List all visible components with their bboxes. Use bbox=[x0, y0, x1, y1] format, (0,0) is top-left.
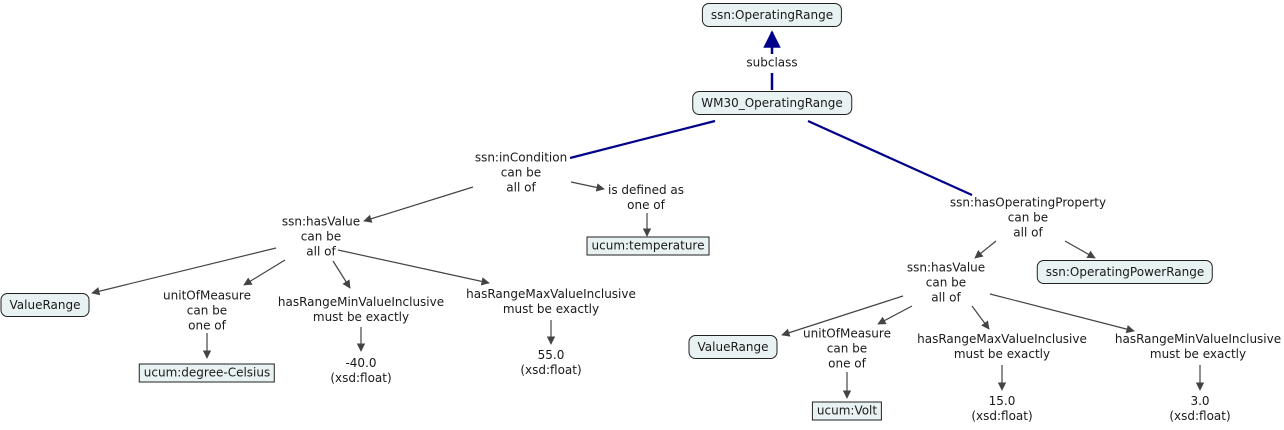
label-line: can be bbox=[186, 303, 228, 318]
edge-hasvalue-to-valuerange-r bbox=[781, 295, 904, 337]
node-ucum-volt[interactable]: ucum:Volt bbox=[811, 401, 883, 421]
label-has-value-right: ssn:hasValue can be all of bbox=[907, 261, 985, 306]
edge-hasvalue-to-max-r bbox=[971, 305, 990, 330]
edge-hasvalue-to-valuerange bbox=[91, 247, 277, 296]
label-line: ssn:inCondition bbox=[474, 150, 568, 165]
label-line: one of bbox=[627, 198, 665, 212]
value-line: -40.0 bbox=[345, 356, 377, 370]
label-line: hasRangeMaxValueInclusive bbox=[917, 332, 1087, 346]
label-line: can be bbox=[500, 165, 542, 180]
label-max-right: hasRangeMaxValueInclusive must be exactl… bbox=[917, 332, 1087, 362]
label-subclass: subclass bbox=[746, 56, 797, 71]
label-defined-as: is defined as one of bbox=[608, 183, 684, 213]
value-line: (xsd:float) bbox=[520, 363, 582, 377]
label-line: hasRangeMinValueInclusive bbox=[1114, 332, 1282, 346]
label-line: one of bbox=[828, 356, 866, 371]
label-line: hasRangeMinValueInclusive bbox=[277, 295, 445, 309]
label-max-left: hasRangeMaxValueInclusive must be exactl… bbox=[466, 287, 636, 317]
value-line: 3.0 bbox=[1190, 394, 1210, 408]
label-text: subclass bbox=[746, 55, 798, 70]
edge-wm30-to-hasoperatingproperty bbox=[807, 119, 973, 197]
label-line: can be bbox=[300, 229, 342, 244]
label-line: all of bbox=[306, 244, 336, 259]
edge-incondition-to-definedas bbox=[570, 181, 605, 192]
node-ssn-operating-power-range[interactable]: ssn:OperatingPowerRange bbox=[1036, 260, 1214, 284]
edge-hasopprop-to-hasvalue bbox=[974, 240, 997, 259]
label-line: must be exactly bbox=[953, 347, 1051, 361]
value-min-left: -40.0 (xsd:float) bbox=[330, 356, 391, 386]
label-line: can be bbox=[1007, 210, 1049, 225]
label-unit-right: unitOfMeasure can be one of bbox=[803, 327, 891, 372]
label-min-left: hasRangeMinValueInclusive must be exactl… bbox=[278, 295, 444, 325]
label-has-operating-property: ssn:hasOperatingProperty can be all of bbox=[950, 196, 1106, 241]
label-min-right: hasRangeMinValueInclusive must be exactl… bbox=[1115, 332, 1281, 362]
label-line: one of bbox=[188, 318, 226, 333]
label-line: is defined as bbox=[608, 183, 684, 197]
value-max-left: 55.0 (xsd:float) bbox=[520, 348, 581, 378]
node-ucum-degree-celsius[interactable]: ucum:degree-Celsius bbox=[138, 363, 276, 383]
value-max-right: 15.0 (xsd:float) bbox=[971, 394, 1032, 424]
node-ucum-temperature[interactable]: ucum:temperature bbox=[586, 236, 710, 256]
value-line: (xsd:float) bbox=[971, 409, 1033, 423]
label-line: unitOfMeasure bbox=[803, 326, 891, 341]
label-line: ssn:hasValue bbox=[906, 260, 986, 275]
edge-hasopprop-to-powerrange bbox=[1064, 240, 1096, 259]
label-line: can be bbox=[925, 275, 967, 290]
node-wm30-operating-range[interactable]: WM30_OperatingRange bbox=[692, 91, 852, 115]
value-line: (xsd:float) bbox=[1169, 409, 1231, 423]
edge-hasvalue-to-unit-r bbox=[877, 305, 913, 325]
edge-hasvalue-to-max bbox=[337, 249, 490, 286]
value-min-right: 3.0 (xsd:float) bbox=[1169, 394, 1230, 424]
label-line: ssn:hasValue bbox=[281, 214, 361, 229]
label-unit-left: unitOfMeasure can be one of bbox=[163, 289, 251, 334]
node-value-range-left[interactable]: ValueRange bbox=[0, 293, 90, 317]
edge-hasvalue-to-min-r bbox=[989, 293, 1135, 334]
edge-hasvalue-to-min bbox=[332, 260, 351, 289]
node-value-range-right[interactable]: ValueRange bbox=[688, 335, 778, 359]
label-line: must be exactly bbox=[1149, 347, 1247, 361]
label-line: must be exactly bbox=[502, 302, 600, 316]
label-line: hasRangeMaxValueInclusive bbox=[466, 287, 636, 301]
label-line: all of bbox=[506, 180, 536, 195]
label-has-value-left: ssn:hasValue can be all of bbox=[282, 215, 360, 260]
label-line: unitOfMeasure bbox=[163, 288, 251, 303]
label-line: can be bbox=[826, 341, 868, 356]
value-line: 15.0 bbox=[988, 394, 1016, 408]
value-line: 55.0 bbox=[537, 348, 565, 362]
label-line: must be exactly bbox=[312, 310, 410, 324]
edge-hasvalue-to-unit bbox=[243, 259, 286, 286]
edge-incondition-to-hasvalue bbox=[363, 186, 474, 223]
label-in-condition: ssn:inCondition can be all of bbox=[475, 151, 567, 196]
edge-wm30-to-incondition bbox=[569, 119, 716, 160]
value-line: (xsd:float) bbox=[330, 371, 392, 385]
label-line: all of bbox=[931, 290, 961, 305]
label-line: all of bbox=[1013, 225, 1043, 240]
label-line: ssn:hasOperatingProperty bbox=[949, 195, 1107, 210]
node-ssn-operating-range[interactable]: ssn:OperatingRange bbox=[701, 3, 843, 27]
